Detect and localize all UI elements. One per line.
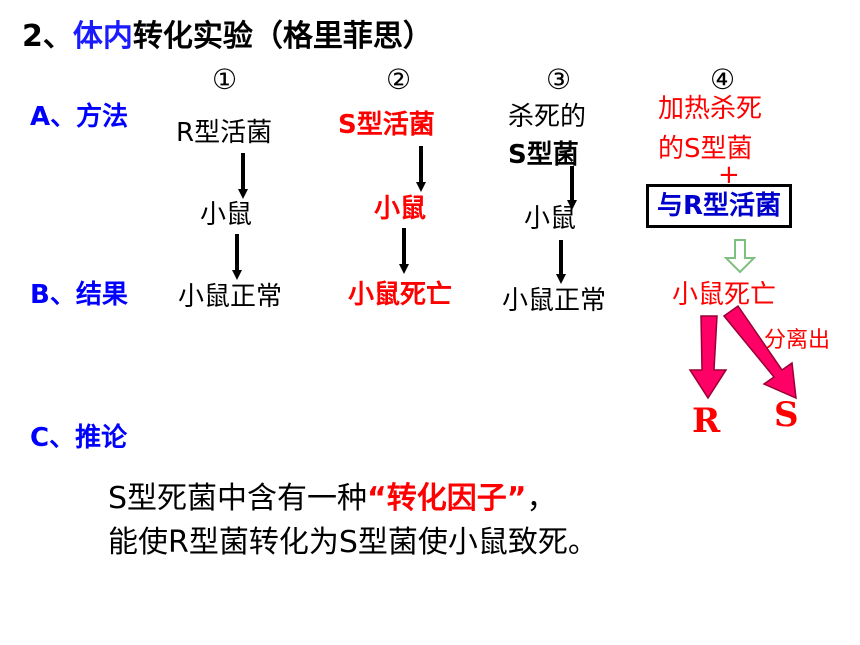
col4-arrow-to-s	[722, 304, 797, 400]
col4-plus-sign: +	[718, 160, 740, 190]
col1-result: 小鼠正常	[178, 282, 283, 312]
col1-mouse: 小鼠	[200, 200, 253, 230]
col3-treatment-line2: S型菌	[508, 140, 579, 170]
col4-treatment-line2: 的S型菌	[658, 134, 753, 164]
col4-output-s: S	[774, 395, 799, 435]
title-number: 2	[22, 19, 43, 54]
col3-mouse: 小鼠	[524, 204, 577, 234]
conclusion-line1-text: S型死菌中含有一种	[108, 481, 368, 516]
label-method: A、方法	[30, 102, 129, 132]
col2-mouse: 小鼠	[374, 194, 427, 224]
col2-result: 小鼠死亡	[348, 280, 453, 310]
title-separator: 、	[42, 19, 73, 54]
conclusion-line1: S型死菌中含有一种“转化因子”，	[108, 484, 556, 514]
col3-result: 小鼠正常	[502, 286, 607, 316]
label-result: B、结果	[30, 280, 128, 310]
col4-result: 小鼠死亡	[672, 280, 777, 310]
circled-number-2: ②	[386, 63, 412, 96]
circled-number-4: ④	[710, 63, 736, 96]
page-title: 2、体内转化实验（格里菲思）	[22, 22, 433, 52]
conclusion-comma: ，	[526, 481, 557, 516]
conclusion-quote: “转化因子”	[367, 481, 527, 516]
circled-number-3: ③	[546, 63, 572, 96]
col1-treatment: R型活菌	[176, 118, 273, 148]
col2-treatment: S型活菌	[338, 110, 435, 140]
title-part-rest: 转化实验（格里菲思）	[132, 19, 433, 54]
conclusion-line2: 能使R型菌转化为S型菌使小鼠致死。	[108, 525, 598, 560]
col4-boxed-r-live: 与R型活菌	[646, 184, 793, 228]
col4-output-r: R	[692, 401, 721, 441]
col4-separated-label: 分离出	[764, 328, 831, 353]
label-inference: C、推论	[30, 423, 128, 453]
col4-arrow-to-r	[688, 315, 728, 400]
col4-treatment-line1: 加热杀死	[658, 94, 763, 124]
col3-treatment-line1: 杀死的	[508, 102, 587, 132]
col4-hollow-arrow	[723, 239, 757, 274]
title-part-blue: 体内	[72, 19, 133, 54]
circled-number-1: ①	[212, 63, 238, 96]
